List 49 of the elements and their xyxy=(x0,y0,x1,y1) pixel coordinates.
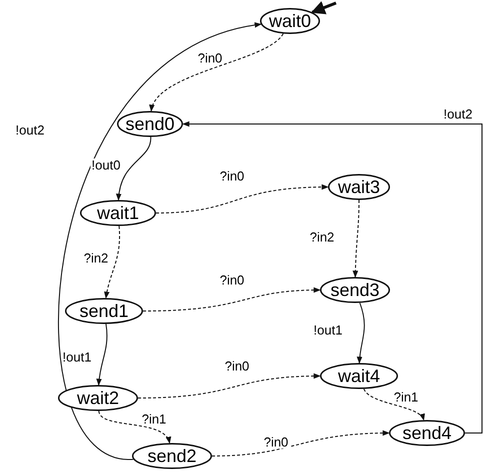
edge-label: ?in2 xyxy=(308,230,336,244)
state-name: send3 xyxy=(330,281,380,299)
edge-label: !out2 xyxy=(442,108,474,120)
arrow xyxy=(96,323,108,386)
arrow xyxy=(150,33,284,112)
edge-label: ?in0 xyxy=(262,436,290,448)
edge-label: ?in2 xyxy=(82,252,110,264)
state-ellipse xyxy=(320,363,398,389)
arrow xyxy=(156,184,329,214)
edge-label: !out2 xyxy=(14,124,46,136)
state-ellipse xyxy=(65,298,143,324)
state-name: wait2 xyxy=(76,389,120,407)
arrow xyxy=(356,302,365,364)
state-ellipse xyxy=(389,420,465,446)
state-name: send0 xyxy=(125,115,175,133)
arrow xyxy=(363,388,424,421)
arrow xyxy=(138,373,321,398)
state-ellipse xyxy=(320,277,390,303)
state-ellipse xyxy=(132,443,212,469)
state-ellipse xyxy=(58,385,138,411)
edge-label: ?in0 xyxy=(218,274,246,286)
state-name: send1 xyxy=(79,302,129,320)
state-ellipse xyxy=(260,8,320,34)
edge-label: !out1 xyxy=(62,350,92,364)
arrow xyxy=(142,287,321,312)
edge-label: !out0 xyxy=(90,158,122,172)
state-name: wait1 xyxy=(96,204,140,222)
state-name: wait3 xyxy=(338,178,380,196)
arrow xyxy=(58,23,262,460)
arrow xyxy=(352,200,360,278)
state-name: send2 xyxy=(147,447,197,465)
edge-label: ?in0 xyxy=(224,360,250,372)
arrow xyxy=(98,410,170,444)
state-name: wait4 xyxy=(338,367,380,385)
state-name: send4 xyxy=(402,424,452,442)
arrow xyxy=(182,121,482,434)
arrow xyxy=(212,430,390,456)
edge-label: !out1 xyxy=(312,324,344,336)
edge-label: ?in0 xyxy=(218,170,246,182)
arrow xyxy=(104,226,120,299)
arrow xyxy=(116,136,152,201)
arrow xyxy=(310,1,337,14)
edge-label: ?in0 xyxy=(196,52,224,64)
state-ellipse xyxy=(117,111,183,137)
state-ellipse xyxy=(80,200,156,226)
state-ellipse xyxy=(328,174,390,200)
edge-label: ?in1 xyxy=(392,390,420,404)
edge-label: ?in1 xyxy=(140,412,168,426)
state-name: wait0 xyxy=(268,12,312,30)
